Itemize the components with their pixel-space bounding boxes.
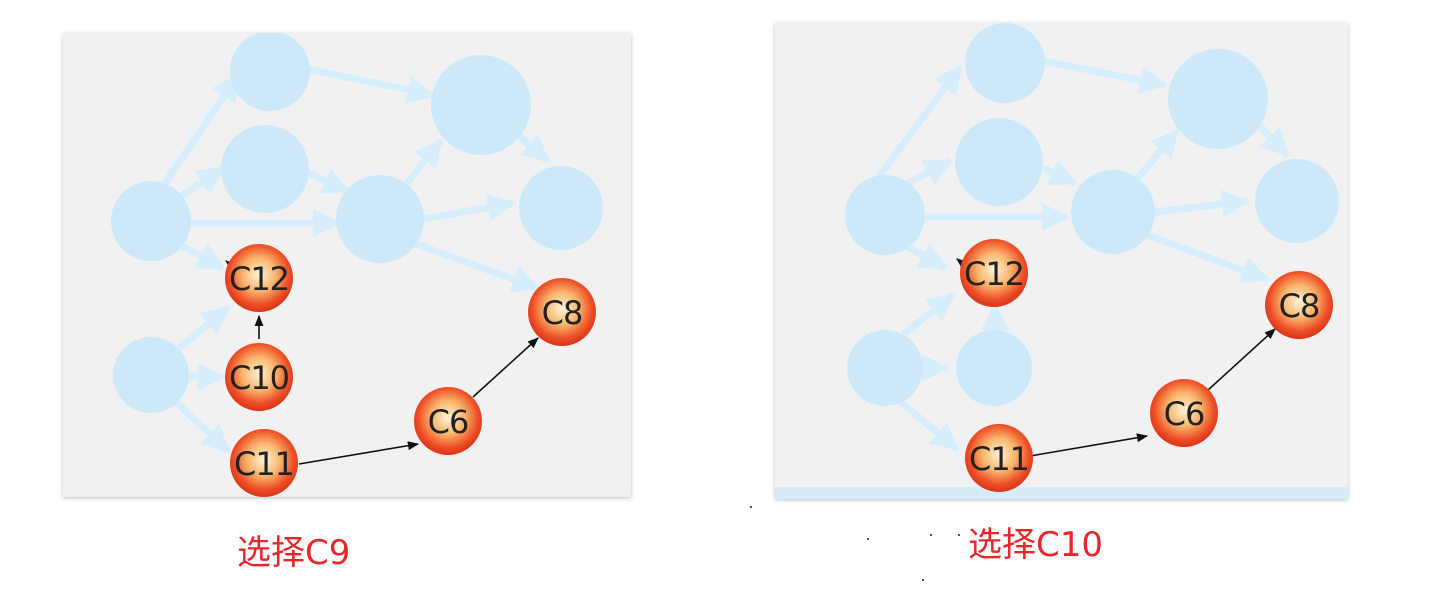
faded-nodes (111, 33, 603, 413)
edge-faded (1041, 159, 1078, 187)
caption-select-c9: 选择C9 (237, 533, 351, 573)
edge-faded (150, 72, 241, 203)
node-c6-label: C6 (428, 403, 469, 441)
stray-dot (930, 534, 932, 536)
node-c11-label: C11 (234, 445, 294, 483)
caption-select-c10: 选择C10 (968, 525, 1104, 565)
node-c6-circle (1150, 379, 1218, 447)
edge-faded (412, 193, 516, 225)
edge-faded (172, 398, 231, 454)
stray-dot (958, 534, 960, 536)
edge-faded (306, 167, 351, 195)
node-c11-circle (230, 429, 298, 497)
edge-c11-c6 (1029, 433, 1149, 457)
stray-dot (750, 506, 752, 508)
node-C8[interactable]: C8 (1265, 271, 1333, 339)
node-C11[interactable]: C11 (965, 424, 1033, 492)
edge-faded (864, 64, 963, 196)
edge-faded (411, 239, 541, 293)
edge-c11-c6 (298, 441, 420, 465)
graph-node-faded (221, 125, 309, 213)
graph-node-faded (1255, 159, 1339, 243)
graph-node-faded (519, 166, 603, 250)
graph-panel-left: C12 C10 C11 C6 C8 (63, 33, 631, 497)
graph-node-faded (1071, 170, 1155, 254)
node-C12[interactable]: C12 (960, 239, 1028, 307)
node-C8[interactable]: C8 (528, 278, 596, 346)
node-C6[interactable]: C6 (414, 387, 482, 455)
edge-in-c12 (956, 258, 968, 269)
graph-node-faded (1168, 49, 1268, 149)
graph-node-faded (230, 33, 310, 111)
node-c6-label: C6 (1164, 395, 1205, 433)
graph-left-svg: C12 C10 C11 C6 C8 (111, 33, 603, 497)
node-c8-circle (528, 278, 596, 346)
graph-node-faded (847, 330, 923, 406)
node-c12-label: C12 (964, 255, 1024, 293)
node-c8-circle (1265, 271, 1333, 339)
graph-node-faded (956, 330, 1032, 406)
node-C10[interactable]: C10 (225, 343, 293, 411)
node-c12-circle (960, 239, 1028, 307)
edge-faded (1134, 128, 1180, 182)
node-C11[interactable]: C11 (230, 429, 298, 497)
node-c8-label: C8 (1279, 287, 1320, 325)
node-c12-circle (225, 244, 293, 312)
node-c11-label: C11 (969, 440, 1029, 478)
graph-node-faded (113, 337, 189, 413)
edge-faded (1145, 231, 1270, 284)
edge-faded (515, 132, 551, 164)
edge-faded (307, 65, 436, 104)
graph-node-faded (111, 181, 191, 261)
graph-node-faded (845, 175, 925, 255)
graph-panel-right: C12 C11 C6 C8 (775, 23, 1348, 499)
node-c12-label: C12 (229, 260, 289, 298)
graph-node-faded (965, 23, 1045, 103)
node-c8-label: C8 (542, 294, 583, 332)
stray-dot (922, 579, 924, 581)
node-c6-circle (414, 387, 482, 455)
graph-node-faded (336, 175, 424, 263)
stray-dot (867, 538, 869, 540)
edge-faded (1042, 57, 1168, 94)
node-c11-circle (965, 424, 1033, 492)
edge-faded (400, 138, 444, 191)
edge-c6-c8 (472, 337, 539, 398)
node-c10-circle (225, 343, 293, 411)
node-c10-label: C10 (229, 359, 289, 397)
faded-nodes (845, 23, 1339, 406)
node-C6[interactable]: C6 (1150, 379, 1218, 447)
node-C12[interactable]: C12 (225, 244, 293, 312)
active-edges (956, 258, 1276, 457)
edge-c6-c8 (1206, 328, 1276, 392)
edge-faded (170, 305, 231, 356)
edge-faded (1146, 190, 1250, 218)
graph-node-faded (955, 118, 1043, 206)
edge-faded (1254, 120, 1290, 158)
graph-right-svg: C12 C11 C6 C8 (775, 23, 1348, 499)
bottom-strip (775, 487, 1348, 499)
graph-node-faded (431, 55, 531, 155)
